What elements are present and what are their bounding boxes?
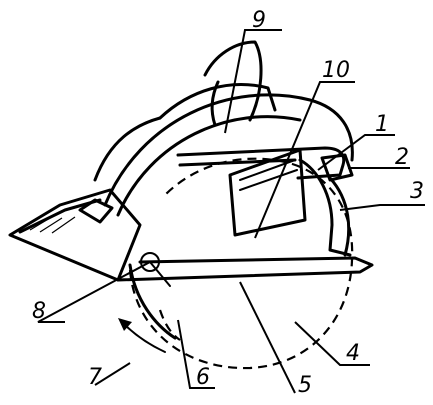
front-knob xyxy=(78,198,114,224)
rotation-arrow xyxy=(118,318,166,353)
part-labels: 9 10 1 2 3 8 4 7 6 5 xyxy=(32,8,424,398)
label-6: 6 xyxy=(196,365,210,390)
lower-guard xyxy=(128,263,181,341)
label-2: 2 xyxy=(395,145,409,170)
label-5: 5 xyxy=(298,373,312,398)
saw-blade xyxy=(128,157,354,370)
upper-blade-guard xyxy=(93,93,354,217)
base-plate xyxy=(8,188,374,282)
label-7: 7 xyxy=(88,365,102,390)
label-10: 10 xyxy=(322,58,350,83)
motor-top xyxy=(203,40,263,127)
label-8: 8 xyxy=(32,299,46,324)
label-3: 3 xyxy=(410,179,424,204)
blade-arbor xyxy=(140,252,160,272)
label-9: 9 xyxy=(252,8,266,33)
leader-lines xyxy=(37,29,425,394)
label-4: 4 xyxy=(346,341,360,366)
label-1: 1 xyxy=(375,112,389,137)
